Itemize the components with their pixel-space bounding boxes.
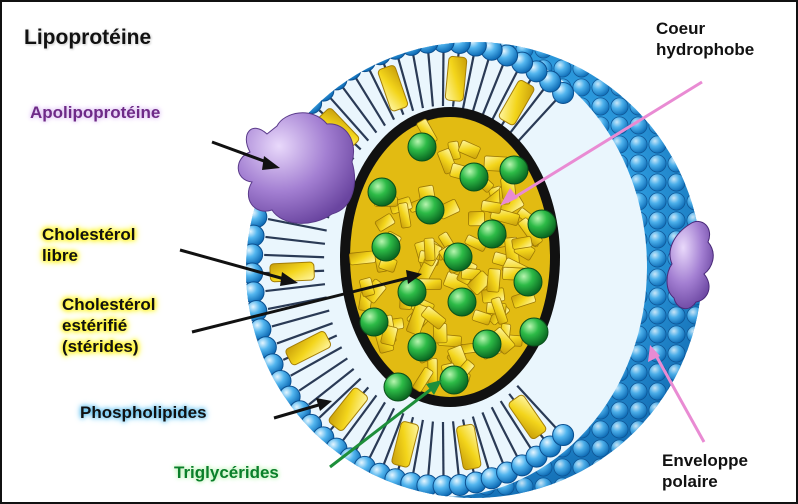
phospholipid-head [385,38,406,59]
phospholipid-head [313,80,334,101]
diagram-title: Lipoprotéine [24,26,151,50]
phospholipid-head [243,282,264,303]
membrane-cholesterol-bar [270,262,315,282]
triglyceride-sphere [408,333,436,361]
phospholipid-head [354,51,375,72]
membrane-cholesterol-bar [445,56,467,101]
phospholipid-head [242,244,263,265]
triglyceride-sphere [473,330,501,358]
steride-crystal [487,268,501,292]
label-triglycerides: Triglycérides [174,462,279,483]
triglyceride-sphere [372,233,400,261]
steride-crystal [424,238,435,261]
apolipoprotein-left [238,113,354,224]
triglyceride-sphere [444,243,472,271]
triglyceride-sphere [440,366,468,394]
phospholipid-head [449,32,470,53]
phospholipid-head [326,69,347,90]
triglyceride-sphere [514,268,542,296]
label-apolipoproteine: Apolipoprotéine [30,102,160,123]
triglyceride-sphere [360,308,388,336]
phospholipid-head [301,93,322,114]
triglyceride-sphere [398,278,426,306]
triglyceride-sphere [448,288,476,316]
label-cholesterol-libre: Cholestérol libre [42,224,136,266]
phospholipid-head [553,425,574,446]
triglyceride-sphere [408,133,436,161]
triglyceride-sphere [500,156,528,184]
label-phospholipides: Phospholipides [80,402,207,423]
triglyceride-sphere [384,373,412,401]
label-coeur-hydrophobe: Coeur hydrophobe [656,18,754,60]
label-enveloppe-polaire: Enveloppe polaire [662,450,748,492]
triglyceride-sphere [416,196,444,224]
triglyceride-sphere [460,163,488,191]
label-cholesterol-esterifie: Cholestérol estérifié (stérides) [62,294,156,357]
triglyceride-sphere [528,210,556,238]
steride-crystal [349,251,376,265]
phospholipid-head [401,34,422,55]
phospholipid-head [340,59,361,80]
phospholipid-head [433,32,454,53]
triglyceride-sphere [520,318,548,346]
triglyceride-sphere [478,220,506,248]
phospholipid-head [243,225,264,246]
triglyceride-sphere [368,178,396,206]
phospholipid-head [369,44,390,65]
